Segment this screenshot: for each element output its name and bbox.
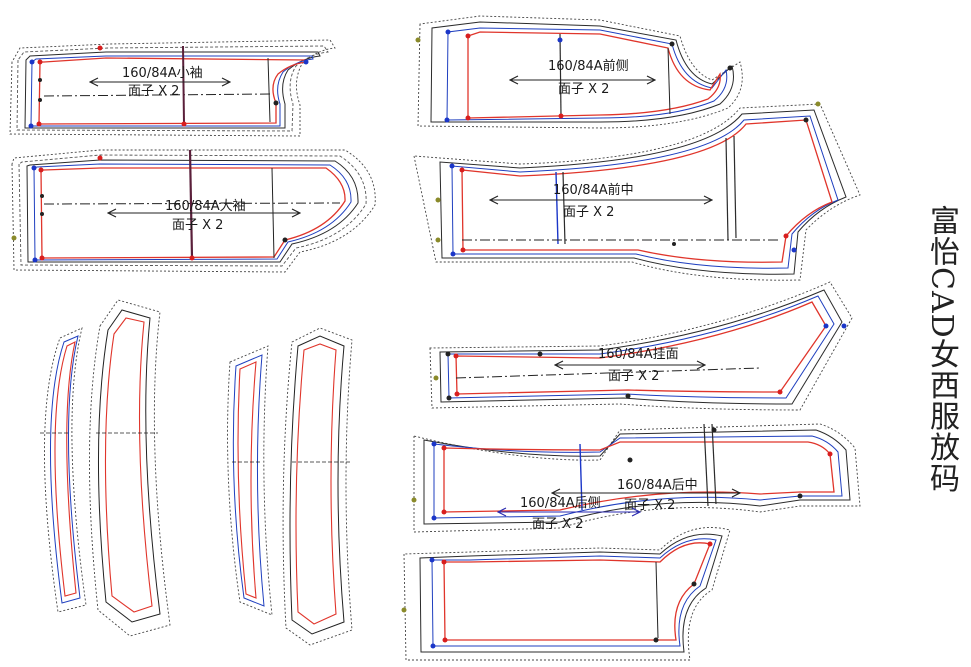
piece-qty-label: 面子 X 2 (532, 517, 583, 532)
cut-outline-outer (413, 423, 861, 533)
grade-points (411, 427, 833, 521)
piece-guamian[interactable]: 160/84A挂面 面子 X 2 (429, 281, 853, 411)
grade-points (401, 541, 713, 649)
grade-line-2 (33, 163, 352, 261)
piece-qty-label: 面子 X 2 (608, 369, 659, 384)
grade-line-1 (24, 51, 321, 129)
elbow-line (188, 149, 194, 259)
grade-line-1 (439, 289, 843, 405)
cut-outline-outer (9, 39, 336, 137)
seam-line (295, 343, 337, 625)
piece-size-label: 160/84A小袖 (122, 66, 203, 81)
grade-line-2 (447, 295, 835, 399)
seam-line (461, 119, 833, 263)
piece-qiance[interactable]: 160/84A前侧 面子 X 2 (415, 15, 743, 129)
cap-line (267, 57, 271, 123)
grade-line-1 (419, 533, 723, 653)
grade-line-1 (97, 309, 161, 623)
piece-qty-label: 面子 X 2 (563, 205, 614, 220)
seam-line (104, 317, 153, 613)
cut-outline-outer (413, 103, 861, 281)
piece-curved-4[interactable] (282, 327, 353, 646)
grade-line-2 (446, 27, 728, 121)
piece-size-label: 160/84A前中 (553, 182, 634, 198)
seam-line (237, 361, 257, 599)
grade-line-1 (430, 21, 734, 123)
cut-outline-outer (89, 299, 171, 637)
piece-qty-label: 面子 X 2 (128, 84, 179, 99)
seam-line (443, 542, 711, 641)
seam-line (467, 31, 721, 119)
grade-line-1 (232, 354, 265, 607)
piece-curved-3[interactable] (227, 345, 273, 616)
piece-qty-label: 面子 X 2 (172, 218, 223, 233)
grade-line-2 (433, 435, 843, 519)
grade-points (415, 29, 733, 123)
dart-line (555, 171, 559, 245)
seam-line (54, 340, 77, 597)
grade-points (433, 323, 847, 401)
cut-outline-2 (16, 45, 329, 132)
side-title: 富怡CAD女西服放码 (924, 205, 959, 494)
side-seam-line (725, 137, 729, 241)
cut-outline-outer (429, 281, 853, 411)
dart-line (559, 33, 562, 117)
grade-line-2 (451, 115, 839, 269)
piece-houzhong[interactable]: 160/84A后中 面子 X 2 (411, 423, 861, 533)
cut-outline-outer (417, 15, 743, 129)
dart-line-2 (562, 171, 566, 245)
seam-line (40, 167, 346, 259)
grain-line (43, 93, 273, 97)
piece-size-label: 160/84A后侧 (520, 496, 601, 511)
side-seam-line-2 (733, 135, 737, 239)
grade-points (28, 45, 309, 129)
piece-houce[interactable]: 160/84A后侧 面子 X 2 (401, 496, 731, 661)
piece-xiaoxiu[interactable]: 160/84A小袖 面子 X 2 (9, 39, 336, 137)
cb-line (579, 443, 583, 511)
piece-qty-label: 面子 X 2 (558, 82, 609, 97)
cap-line (655, 561, 659, 639)
cut-outline-outer (227, 345, 273, 616)
grade-line-1 (423, 429, 851, 525)
waist-line (703, 423, 709, 507)
piece-daxiu[interactable]: 160/84A大袖 面子 X 2 (11, 149, 376, 273)
grade-line-1 (26, 159, 359, 263)
piece-size-label: 160/84A后中 (617, 478, 698, 493)
cap-line (667, 47, 671, 115)
piece-size-label: 160/84A挂面 (598, 347, 679, 362)
grade-points (11, 155, 288, 263)
elbow-line (182, 45, 185, 125)
grade-line-1 (49, 335, 81, 604)
center-line (455, 367, 761, 379)
piece-curved-1[interactable] (40, 327, 87, 613)
piece-size-label: 160/84A大袖 (165, 199, 246, 214)
grade-points (435, 101, 821, 257)
piece-qianzhong[interactable]: 160/84A前中 面子 X 2 (413, 101, 861, 281)
grade-line-2 (30, 55, 314, 127)
piece-curved-2[interactable] (89, 299, 171, 637)
piece-qty-label: 面子 X 2 (624, 498, 675, 513)
piece-size-label: 160/84A前侧 (548, 58, 629, 74)
grade-line-1 (439, 109, 847, 275)
seam-line (455, 301, 827, 395)
grade-line-2 (431, 538, 717, 647)
cut-outline-outer (11, 149, 376, 273)
grade-line-1 (289, 335, 345, 635)
cut-outline-2 (18, 154, 367, 267)
